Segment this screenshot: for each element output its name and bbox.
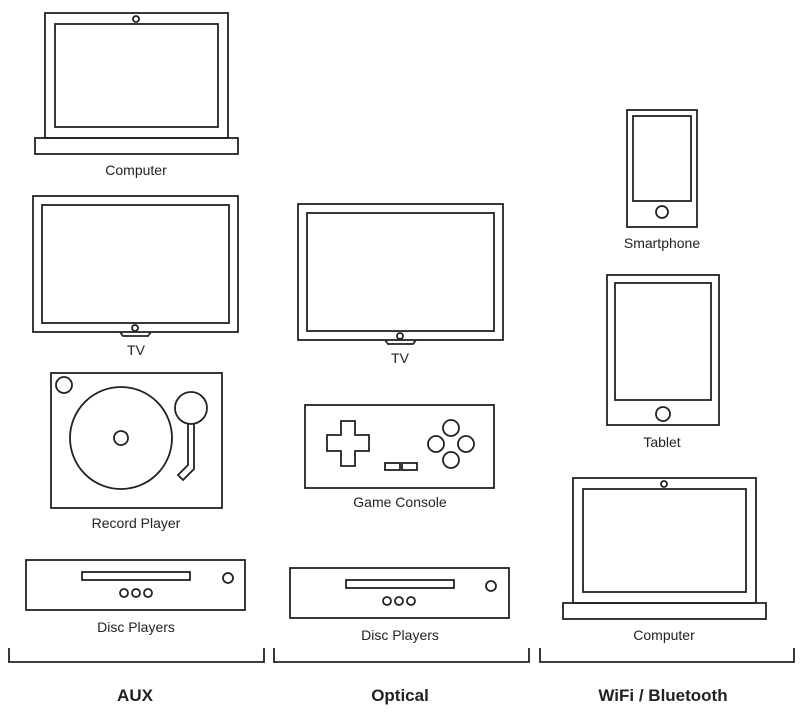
column-heading-wifi-bluetooth: WiFi / Bluetooth: [598, 686, 728, 705]
disc-player-icon: [25, 559, 246, 611]
bracket-optical: [273, 648, 530, 663]
bracket-aux: [8, 648, 265, 663]
device-label: Tablet: [643, 434, 681, 450]
gamepad-icon: [304, 404, 495, 489]
device-label: Computer: [105, 162, 167, 178]
device-label: Computer: [633, 627, 695, 643]
device-label: Record Player: [91, 515, 181, 531]
laptop-icon: [562, 477, 767, 620]
device-label: Smartphone: [623, 235, 701, 251]
device-label: TV: [127, 342, 145, 358]
disc-player-icon: [289, 567, 510, 619]
device-label: Disc Players: [97, 619, 175, 635]
bracket-wifi-bluetooth: [539, 648, 795, 663]
laptop-icon: [34, 12, 239, 155]
device-label: Game Console: [353, 494, 447, 510]
device-label: TV: [391, 350, 409, 366]
device-label: Disc Players: [361, 627, 439, 643]
tv-icon: [297, 203, 504, 345]
tv-icon: [32, 195, 239, 337]
tablet-icon: [606, 274, 720, 426]
turntable-icon: [50, 372, 223, 509]
column-heading-aux: AUX: [117, 686, 153, 705]
smartphone-icon: [626, 109, 698, 228]
column-heading-optical: Optical: [371, 686, 429, 705]
